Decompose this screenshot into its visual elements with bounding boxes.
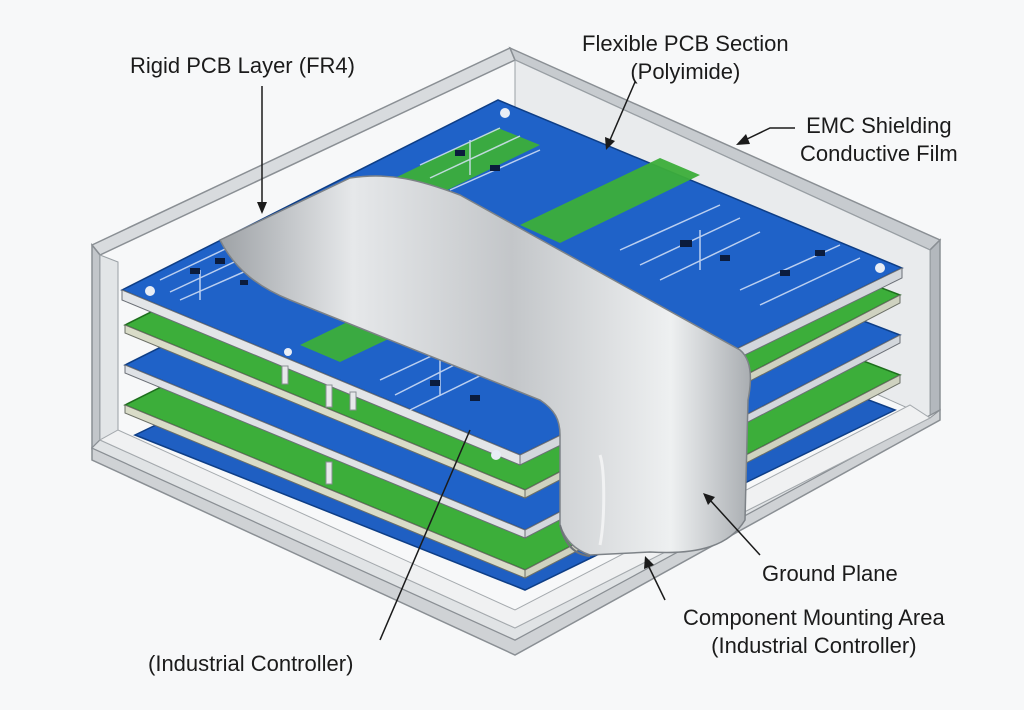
label-component-mounting-area: Component Mounting Area (Industrial Cont… bbox=[683, 604, 945, 660]
label-industrial-controller: (Industrial Controller) bbox=[148, 651, 354, 676]
label-flexible-line1: Flexible PCB Section bbox=[582, 31, 789, 56]
label-component-line2: (Industrial Controller) bbox=[711, 633, 917, 658]
label-ground-plane: Ground Plane bbox=[762, 561, 898, 586]
emc-shield-band-icon bbox=[218, 175, 752, 557]
label-emc-shielding: EMC Shielding Conductive Film bbox=[800, 112, 958, 168]
label-emc-line2: Conductive Film bbox=[800, 141, 958, 166]
label-component-line1: Component Mounting Area bbox=[683, 605, 945, 630]
leader-lines bbox=[257, 81, 795, 641]
label-emc-line1: EMC Shielding bbox=[806, 113, 952, 138]
label-flexible-line2: (Polyimide) bbox=[630, 59, 741, 84]
label-rigid-pcb-layer: Rigid PCB Layer (FR4) bbox=[130, 53, 355, 78]
label-flexible-pcb-section: Flexible PCB Section (Polyimide) bbox=[582, 30, 789, 86]
